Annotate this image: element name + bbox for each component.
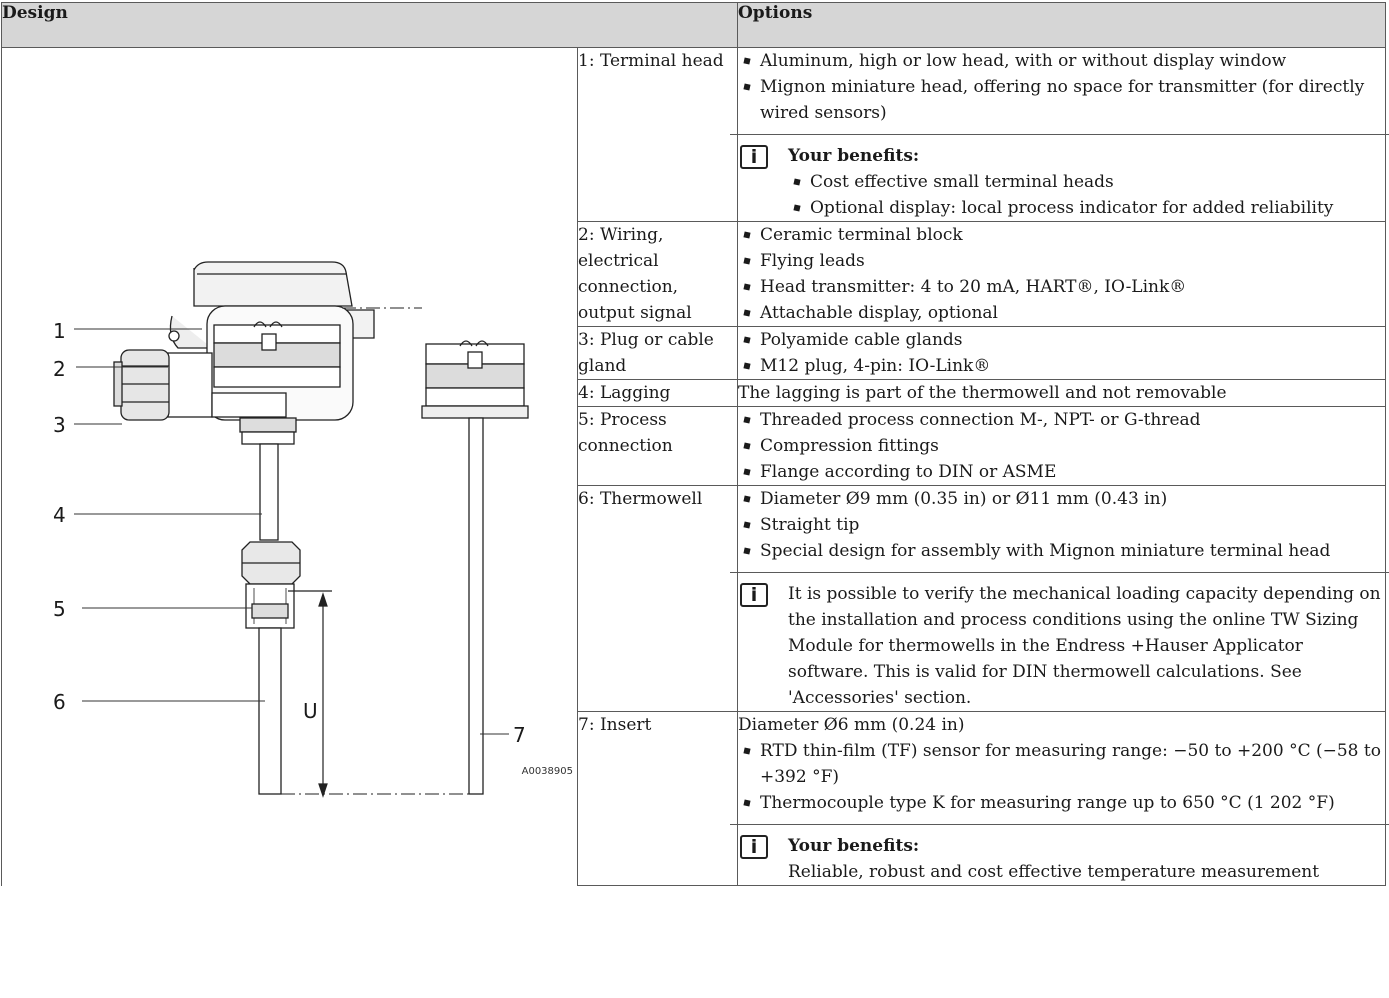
design-figure-cell: 1 2 3 4 5 6 7 U A0038905 — [1, 47, 578, 886]
thermometer-drawing: 1 2 3 4 5 6 7 U — [53, 261, 529, 798]
list-item: Straight tip — [738, 512, 1385, 538]
note-text: It is possible to verify the mechanical … — [788, 584, 1381, 708]
option-text: The lagging is part of the thermowell an… — [738, 383, 1227, 403]
thermowell-tube — [258, 627, 282, 795]
component-label: 1: Terminal head — [577, 47, 738, 222]
component-label: 2: Wiring, electrical connection, output… — [577, 221, 738, 327]
table-row: 5: Process connection Threaded process c… — [2, 406, 1386, 486]
list-item: Flying leads — [738, 248, 1385, 274]
list-item: Head transmitter: 4 to 20 mA, HART®, IO-… — [738, 274, 1385, 300]
cable-entry-housing — [167, 352, 213, 418]
options-cell: Diameter Ø9 mm (0.35 in) or Ø11 mm (0.43… — [730, 485, 1389, 712]
sizing-note: i It is possible to verify the mechanica… — [738, 581, 1385, 711]
list-item: Polyamide cable glands — [738, 327, 1385, 353]
list-item: Flange according to DIN or ASME — [738, 459, 1385, 485]
callout-4: 4 — [53, 503, 66, 527]
list-item: Mignon miniature head, offering no space… — [738, 74, 1385, 126]
list-item: RTD thin-film (TF) sensor for measuring … — [738, 738, 1385, 790]
option-text: Diameter Ø6 mm (0.24 in) — [738, 715, 965, 735]
design-options-table: Design Options — [1, 2, 1389, 886]
table-header-row: Design Options — [1, 2, 1386, 48]
component-label: 3: Plug or cable gland — [577, 326, 738, 380]
list-item: Attachable display, optional — [738, 300, 1385, 326]
list-item: Ceramic terminal block — [738, 222, 1385, 248]
list-item: Aluminum, high or low head, with or with… — [738, 48, 1385, 74]
options-cell: Threaded process connection M-, NPT- or … — [737, 406, 1386, 486]
callout-3: 3 — [53, 413, 66, 437]
options-cell: The lagging is part of the thermowell an… — [737, 379, 1386, 407]
note-text: Reliable, robust and cost effective temp… — [788, 862, 1320, 882]
table-row: 1 2 3 4 5 6 7 U A0038905 1: Terminal hea… — [1, 47, 1389, 886]
figure-id: A0038905 — [521, 766, 573, 777]
component-label: 7: Insert — [577, 711, 738, 886]
table-row: 4: Lagging The lagging is part of the th… — [2, 379, 1386, 407]
options-cell: Polyamide cable glands M12 plug, 4-pin: … — [737, 326, 1386, 380]
callout-6: 6 — [53, 690, 66, 714]
note-title: Your benefits: — [788, 146, 920, 166]
benefits-note: i Your benefits: Cost effective small te… — [738, 143, 1385, 221]
dimension-u-label: U — [303, 699, 318, 723]
terminal-block — [213, 324, 341, 344]
callout-5: 5 — [53, 597, 66, 621]
component-label: 4: Lagging — [577, 379, 738, 407]
lagging-tube — [259, 443, 279, 541]
options-cell: Aluminum, high or low head, with or with… — [730, 47, 1389, 222]
table-row: 7: Insert Diameter Ø6 mm (0.24 in) RTD t… — [2, 711, 1389, 886]
list-item: Diameter Ø9 mm (0.35 in) or Ø11 mm (0.43… — [738, 486, 1385, 512]
options-cell: Diameter Ø6 mm (0.24 in) RTD thin-film (… — [730, 711, 1389, 886]
table-row: 6: Thermowell Diameter Ø9 mm (0.35 in) o… — [2, 485, 1389, 712]
design-header: Design — [1, 2, 738, 48]
info-icon: i — [740, 145, 768, 169]
callout-7: 7 — [513, 723, 526, 747]
benefits-note: i Your benefits: Reliable, robust and co… — [738, 833, 1385, 885]
info-icon: i — [740, 835, 768, 859]
callout-1: 1 — [53, 319, 66, 343]
callout-2: 2 — [53, 357, 66, 381]
list-item: Threaded process connection M-, NPT- or … — [738, 407, 1385, 433]
cable-gland — [120, 349, 170, 421]
options-cell: Ceramic terminal block Flying leads Head… — [737, 221, 1386, 327]
insert-rod — [468, 417, 484, 795]
component-label: 5: Process connection — [577, 406, 738, 486]
note-title: Your benefits: — [788, 836, 920, 856]
terminal-head-lid — [193, 261, 353, 307]
list-item: M12 plug, 4-pin: IO-Link® — [738, 353, 1385, 379]
list-item: Cost effective small terminal heads — [788, 169, 1385, 195]
list-item: Optional display: local process indicato… — [788, 195, 1385, 221]
component-label: 6: Thermowell — [577, 485, 738, 712]
list-item: Thermocouple type K for measuring range … — [738, 790, 1385, 816]
table-row: 3: Plug or cable gland Polyamide cable g… — [2, 326, 1386, 380]
list-item: Special design for assembly with Mignon … — [738, 538, 1385, 564]
options-header: Options — [737, 2, 1386, 48]
info-icon: i — [740, 583, 768, 607]
table-row: 2: Wiring, electrical connection, output… — [2, 221, 1386, 327]
list-item: Compression fittings — [738, 433, 1385, 459]
